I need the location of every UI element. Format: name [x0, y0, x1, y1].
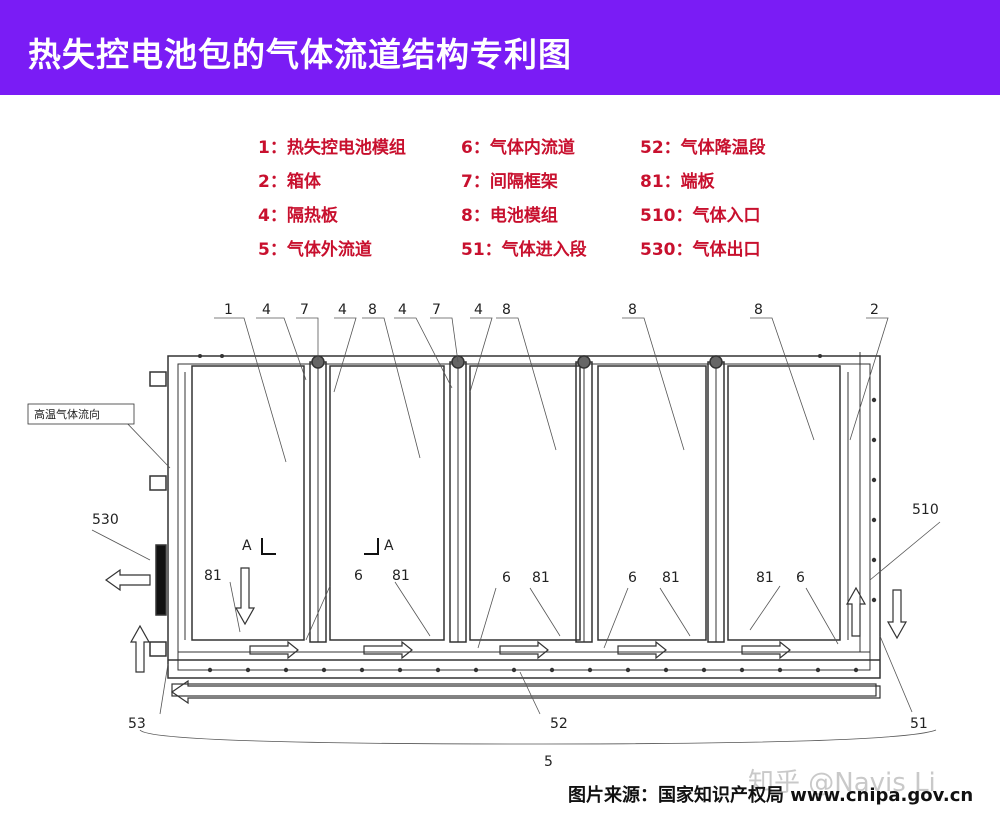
- label-81: 81: [756, 570, 774, 586]
- flow-label-box: [27, 403, 135, 425]
- section-markers: [261, 538, 379, 555]
- leader-lines: [91, 317, 941, 745]
- case-outer: [167, 355, 881, 679]
- battery-pack-body: [149, 352, 881, 697]
- bracket: [149, 475, 167, 491]
- label-81: 81: [204, 568, 222, 584]
- legend-item: 7：间隔框架: [461, 172, 558, 192]
- label-510: 510: [912, 502, 939, 518]
- legend-item: 510：气体入口: [640, 206, 761, 226]
- label-530: 530: [92, 512, 119, 528]
- section-label-a: A: [242, 538, 252, 554]
- legend-item: 6：气体内流道: [461, 138, 575, 158]
- legend-item: 1：热失控电池模组: [258, 138, 406, 158]
- label-8: 8: [502, 302, 511, 318]
- legend-item: 51：气体进入段: [461, 240, 587, 260]
- legend-item: 4：隔热板: [258, 206, 338, 226]
- page-title: 热失控电池包的气体流道结构专利图: [28, 35, 572, 74]
- legend-item: 52：气体降温段: [640, 138, 766, 158]
- module-3: [469, 365, 581, 641]
- label-81: 81: [662, 570, 680, 586]
- label-6: 6: [502, 570, 511, 586]
- label-7: 7: [432, 302, 441, 318]
- module-2: [329, 365, 445, 641]
- label-8: 8: [368, 302, 377, 318]
- label-4: 4: [262, 302, 271, 318]
- label-52: 52: [550, 716, 568, 732]
- label-4: 4: [474, 302, 483, 318]
- bolt-dots: [198, 354, 877, 673]
- watermark: 知乎 @Navis Li: [748, 768, 936, 798]
- module-4: [597, 365, 707, 641]
- frame-cap: [709, 355, 723, 369]
- label-4: 4: [398, 302, 407, 318]
- label-4: 4: [338, 302, 347, 318]
- label-53: 53: [128, 716, 146, 732]
- label-81: 81: [392, 568, 410, 584]
- legend-item: 5：气体外流道: [258, 240, 372, 260]
- bracket: [149, 371, 167, 387]
- cooling-channel: [171, 683, 877, 697]
- section-label-a: A: [384, 538, 394, 554]
- outlet-530: [155, 544, 167, 616]
- image-source: 图片来源：国家知识产权局 www.cnipa.gov.cn: [568, 785, 974, 806]
- label-6: 6: [628, 570, 637, 586]
- label-8: 8: [754, 302, 763, 318]
- label-8: 8: [628, 302, 637, 318]
- label-7: 7: [300, 302, 309, 318]
- title-banner: 热失控电池包的气体流道结构专利图: [0, 0, 1000, 95]
- label-81: 81: [532, 570, 550, 586]
- legend: 1：热失控电池模组 2：箱体 4：隔热板 5：气体外流道 6：气体内流道 7：间…: [258, 133, 858, 263]
- module-1: [191, 365, 305, 641]
- label-2: 2: [870, 302, 879, 318]
- label-6: 6: [796, 570, 805, 586]
- case-inner: [177, 363, 871, 671]
- legend-item: 530：气体出口: [640, 240, 761, 260]
- bracket: [149, 641, 167, 657]
- legend-item: 8：电池模组: [461, 206, 558, 226]
- flow-label: 高温气体流向: [34, 407, 100, 421]
- module-5: [727, 365, 841, 641]
- label-5: 5: [544, 754, 553, 770]
- legend-item: 2：箱体: [258, 172, 321, 192]
- legend-item: 81：端板: [640, 172, 715, 192]
- label-1: 1: [224, 302, 233, 318]
- label-6: 6: [354, 568, 363, 584]
- label-51: 51: [910, 716, 928, 732]
- flow-arrows: [104, 567, 908, 705]
- frame-cap: [577, 355, 591, 369]
